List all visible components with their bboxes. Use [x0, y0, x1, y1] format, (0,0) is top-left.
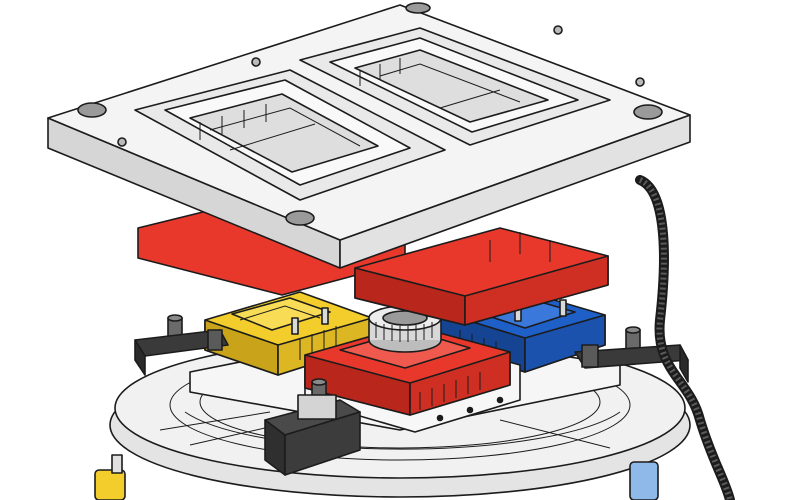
clamp-front — [264, 378, 361, 476]
flexible-cable-conduit — [635, 175, 735, 500]
foreground-parts — [94, 454, 659, 500]
hold-down-clamps — [134, 314, 689, 476]
clamp-left — [134, 314, 229, 376]
cavity-right — [299, 27, 611, 146]
cavity-left — [134, 69, 446, 201]
